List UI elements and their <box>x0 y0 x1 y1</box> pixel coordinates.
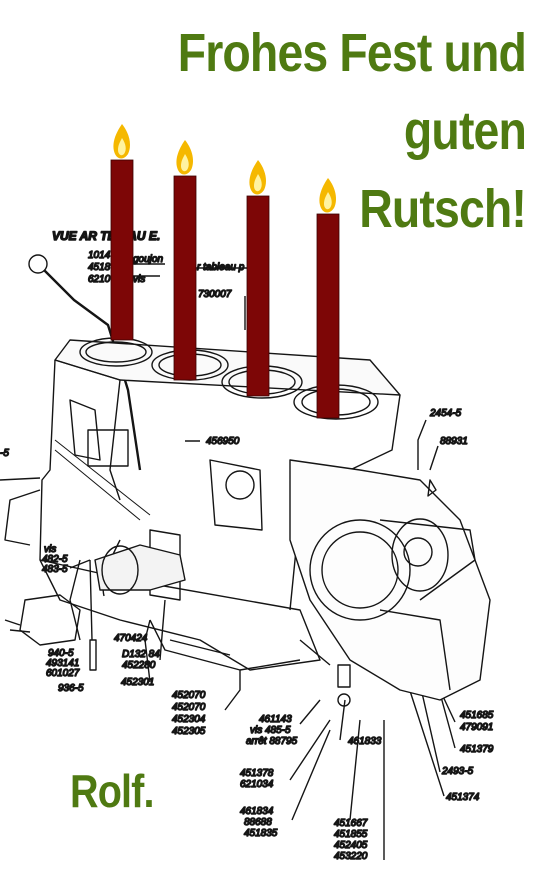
label-88688: 88688 <box>244 817 272 828</box>
label-451685: 451685 <box>460 710 494 721</box>
label-88931: 88931 <box>440 436 468 447</box>
label-vis-482: vis <box>44 544 56 555</box>
label-452305: 452305 <box>172 726 206 737</box>
label-493141: 493141 <box>46 658 79 669</box>
label-452405: 452405 <box>334 840 368 851</box>
label-451378: 451378 <box>240 768 274 779</box>
label-5: -5 <box>0 448 9 459</box>
label-arret: arrêt 88795 <box>246 736 298 747</box>
label-2454: 2454-5 <box>429 408 462 419</box>
label-goujon: goujon <box>133 254 163 265</box>
label-940: 940-5 <box>48 648 74 659</box>
label-452070: 452070 <box>172 690 206 701</box>
greeting-line-1: Frohes Fest und <box>177 23 527 83</box>
label-456950: 456950 <box>206 436 240 447</box>
candle-1 <box>110 124 134 341</box>
label-451835: 451835 <box>244 828 278 839</box>
greeting-line-2: guten <box>403 101 527 161</box>
label-451855: 451855 <box>334 829 368 840</box>
label-482: 482-5 <box>42 554 68 565</box>
label-6210: 6210 <box>88 274 111 285</box>
candle-4-body <box>316 213 340 419</box>
label-621034: 621034 <box>240 779 274 790</box>
candle-2-body <box>173 175 197 381</box>
candle-3-body <box>246 195 270 397</box>
label-730007: 730007 <box>198 289 232 300</box>
label-936: 936-5 <box>58 683 84 694</box>
greeting-text: Frohes Fest und guten Rutsch! <box>177 14 527 248</box>
label-601027: 601027 <box>46 668 80 679</box>
candle-2 <box>173 140 197 381</box>
candle-3 <box>246 160 270 397</box>
label-d13284: D132 84 <box>122 649 160 660</box>
candle-4 <box>316 178 340 419</box>
label-461143: 461143 <box>259 714 292 725</box>
label-452070b: 452070 <box>172 702 206 713</box>
label-451667: 451667 <box>334 818 368 829</box>
label-2493: 2493-5 <box>441 766 474 777</box>
label-vis-485: vis 485-5 <box>250 725 291 736</box>
signature: Rolf. <box>70 765 154 817</box>
greeting-line-3: Rutsch! <box>359 179 527 239</box>
label-479091: 479091 <box>460 722 493 733</box>
label-452301: 452301 <box>121 677 154 688</box>
drawing-heading: VUE AR TÉ GAU E. <box>52 228 160 243</box>
label-452304: 452304 <box>172 714 206 725</box>
label-461833: 461833 <box>348 736 382 747</box>
label-451374: 451374 <box>446 792 480 803</box>
label-470424: 470424 <box>114 633 148 644</box>
label-1014: 1014 <box>88 250 111 261</box>
label-4518: 4518 <box>88 262 111 273</box>
candles <box>110 124 340 419</box>
label-483: 483-5 <box>42 564 68 575</box>
label-451379: 451379 <box>460 744 494 755</box>
label-453220: 453220 <box>334 851 368 862</box>
candle-1-body <box>110 159 134 341</box>
label-452280: 452280 <box>122 660 156 671</box>
label-461834: 461834 <box>240 806 274 817</box>
